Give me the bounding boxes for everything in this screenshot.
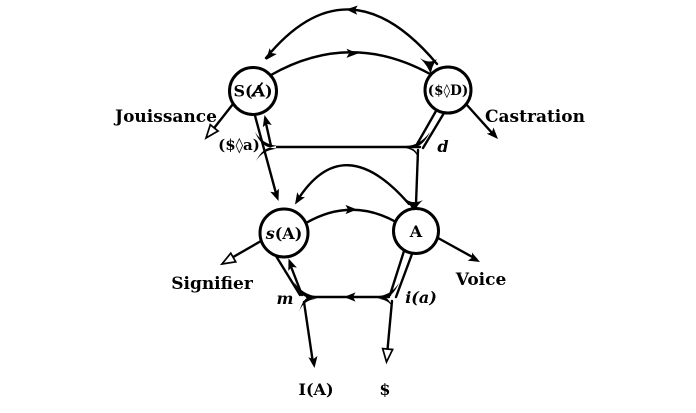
flare-fantasy-junction-lower	[256, 147, 277, 161]
tail-triangle-jouissance	[204, 123, 220, 140]
node-S-of-barred-A	[228, 66, 278, 116]
flare-idealego-junction-upper	[378, 283, 399, 298]
tail-triangle-barred-subject	[381, 347, 394, 365]
flare-fantasy-junction-upper	[255, 132, 277, 148]
label-ego-ideal: I(A)	[298, 380, 333, 399]
arrowhead-castration	[486, 127, 498, 139]
node-label-big-other: A	[409, 222, 423, 241]
arrowhead-into-sA-top-left	[270, 188, 279, 201]
edge-retrograde-lower-arc	[295, 164, 411, 206]
arrowhead-imaginary-axis-mid	[344, 292, 356, 302]
edge-A-to-iajunction-left	[388, 249, 406, 297]
label-jouissance: Jouissance	[113, 107, 217, 127]
edge-drive-leg-right	[421, 111, 446, 150]
edge-djunction-to-A	[414, 148, 420, 206]
edge-A-to-iajunction-right	[394, 252, 414, 299]
label-ego: m	[277, 289, 294, 308]
label-fantasy: ($◊a)	[218, 136, 260, 154]
label-desire: d	[437, 137, 448, 156]
flare-drive-node-top	[420, 58, 437, 75]
label-barred-subject: $	[379, 380, 390, 399]
label-ideal-ego: i(a)	[405, 288, 437, 307]
arrowhead-lower-chain-mid	[345, 204, 357, 215]
node-label-s-of-A: s(A)	[265, 224, 303, 243]
arrowhead-into-SbarredA-bottom	[262, 115, 272, 128]
node-drive-formula	[423, 65, 473, 115]
edge-iajunction-to-subject	[385, 299, 394, 357]
label-voice: Voice	[455, 270, 507, 290]
flare-desire-junction-lower	[406, 148, 419, 162]
flare-ego-junction-lower	[299, 297, 317, 312]
arrowhead-into-sA-bottom	[288, 258, 297, 271]
edge-mjunction-to-egoideal	[302, 300, 315, 365]
node-label-S-of-barred-A: S(A)	[233, 82, 272, 101]
bar-over-A-stroke	[250, 81, 264, 98]
edge-sA-to-mjunction	[274, 254, 302, 297]
flare-A-node-top	[403, 197, 423, 215]
flare-ego-junction-upper	[294, 282, 317, 298]
edge-voice-head	[436, 236, 478, 261]
label-signifier: Signifier	[171, 274, 254, 294]
node-big-other	[392, 207, 440, 255]
label-castration: Castration	[485, 107, 585, 127]
flare-desire-junction-upper	[406, 132, 430, 147]
edge-castration-head	[464, 102, 495, 136]
arrowhead-into-SbarredA-top	[266, 48, 277, 60]
arrowhead-upper-chain-mid	[346, 48, 358, 58]
tail-triangle-signifier	[219, 251, 238, 266]
node-s-of-A	[258, 207, 310, 259]
arrowhead-voice	[467, 252, 480, 262]
edge-drive-leg-left	[414, 109, 438, 148]
flare-idealego-junction-lower	[378, 297, 394, 311]
arrowhead-retrograde-upper-mid	[346, 5, 358, 15]
arrowhead-ego-ideal	[308, 355, 318, 368]
arrowhead-into-sA-top-right	[295, 192, 305, 205]
edge-leg-SbarredA-to-sA	[252, 110, 279, 199]
node-label-drive-formula: ($◊D)	[428, 83, 469, 99]
